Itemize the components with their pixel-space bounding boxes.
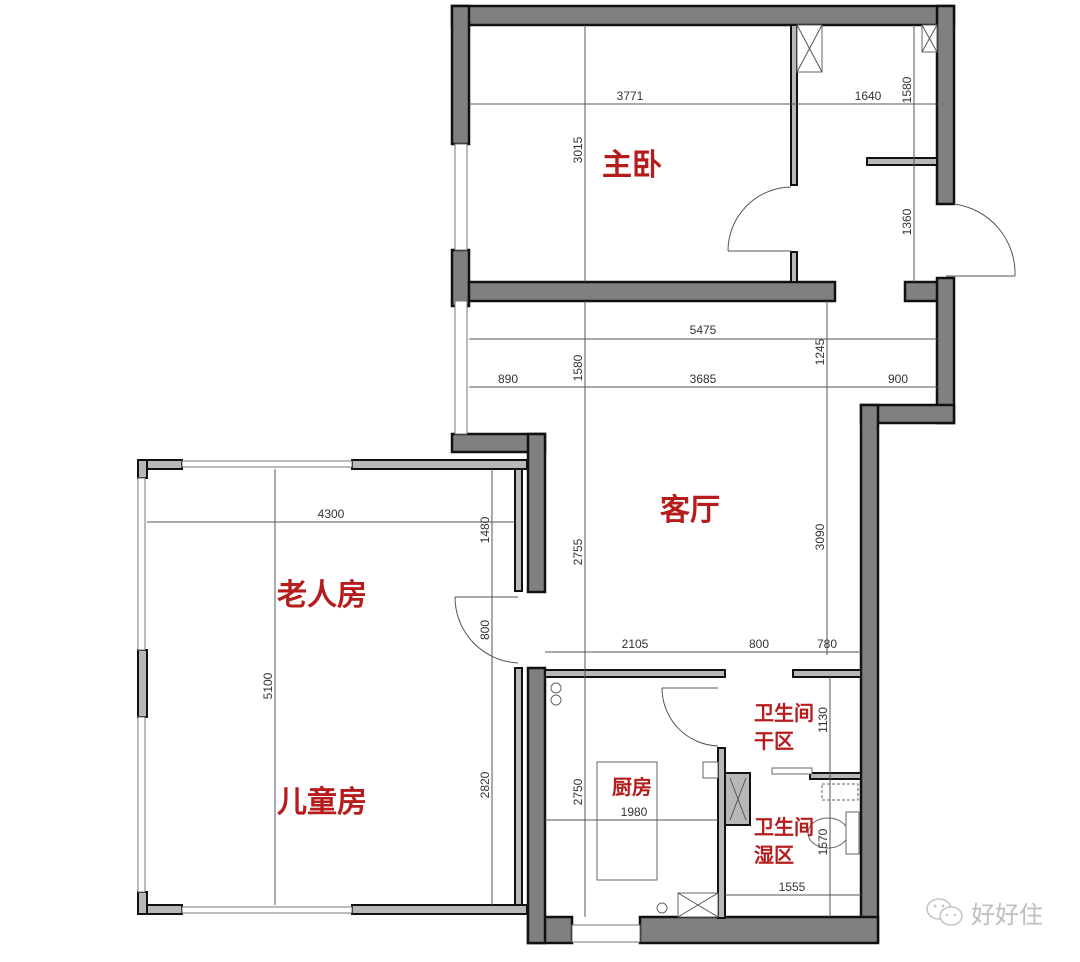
room-label-kitchen: 厨房 [612,775,652,799]
dim-master-depth: 3015 [571,136,585,163]
room-label-bath-wet-1: 卫生间 [754,815,814,839]
dim-kitchen-top: 2105 [622,637,649,651]
dim-entry-upper: 1580 [900,76,914,103]
dimension-lines [147,25,937,917]
watermark: 好好住 [925,895,1043,930]
dim-elder-wall: 1480 [478,516,492,543]
dim-living-left-depth: 1580 [571,354,585,381]
dim-master-width: 3771 [617,89,644,103]
room-label-living-room: 客厅 [660,493,720,528]
dim-kitchen-width: 1980 [621,805,648,819]
dim-living-right-depth: 1245 [813,338,827,365]
windows [137,143,641,943]
room-label-bath-wet-2: 湿区 [754,843,794,867]
watermark-text: 好好住 [971,901,1043,929]
dim-living-total: 5475 [690,323,717,337]
dim-kitchen-depth: 2750 [571,778,585,805]
dim-kids-wall: 2820 [478,771,492,798]
dim-bath-top: 780 [817,637,837,651]
fixtures [550,24,938,918]
dim-bath-dry-depth: 1130 [816,707,830,733]
room-label-bath-dry-1: 卫生间 [754,701,814,725]
partitions [137,24,938,919]
dim-bath-wet-depth: 1570 [816,828,830,855]
room-label-kids-room: 儿童房 [277,785,367,820]
dim-living-right: 900 [888,372,908,386]
dim-elder-door: 800 [478,620,492,640]
room-labels: 主卧 客厅 老人房 儿童房 厨房 卫生间 干区 卫生间 湿区 [277,148,814,867]
room-label-bath-dry-2: 干区 [754,729,794,753]
dim-living-mid: 3685 [690,372,717,386]
room-label-elder-room: 老人房 [277,578,367,613]
wechat-icon [926,897,963,926]
dim-hall-gap: 800 [749,637,769,651]
dim-living-left: 890 [498,372,518,386]
dim-bath-width: 1555 [779,880,806,894]
dim-entry-door: 1360 [900,208,914,235]
walls [450,4,956,945]
dim-entry-width: 1640 [855,89,882,103]
dim-living-depth-right: 3090 [813,523,827,550]
dimension-labels: 3771 1640 3015 1580 1360 5475 890 3685 9… [261,76,914,894]
dim-kids-total-depth: 5100 [261,672,275,699]
room-label-master-bedroom: 主卧 [602,148,662,183]
dim-living-depth-left: 2755 [571,538,585,565]
dim-elder-width: 4300 [318,507,345,521]
doors [454,186,1016,747]
